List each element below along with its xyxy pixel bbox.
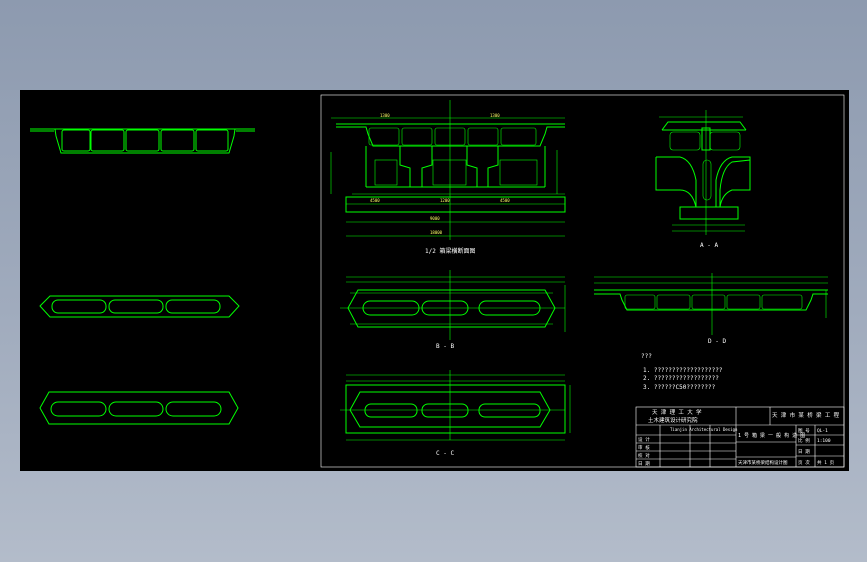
note-line-3: 3. ??????C50???????? [643,384,716,391]
svg-text:9000: 9000 [430,216,440,221]
sheet-border [320,94,845,468]
value-scale: 1:100 [817,438,831,444]
project-name: 天 津 市 某 桥 梁 工 程 [772,411,840,419]
notes-heading: ??? [641,353,652,360]
svg-text:1300: 1300 [490,113,500,118]
preview-box-girder-section [30,128,255,154]
section-d-label: D - D [708,338,726,345]
cad-drawing-canvas[interactable]: 1300 1300 4500 1200 4500 9000 18000 1/2 … [20,90,849,471]
role-check: 校 对 [638,452,650,459]
title-block: 天 津 理 工 大 学 土木建筑设计研究院 Tianjin Architectu… [635,406,845,468]
field-page: 页 次 [798,459,810,466]
value-page: 共 1 页 [817,459,835,466]
school-name-line1: 天 津 理 工 大 学 [652,408,702,416]
note-line-1: 1. ??????????????????? [643,367,723,374]
plan-title-label: 1/2 箱梁横断面图 [425,247,475,255]
role-design: 设 计 [638,436,650,443]
svg-text:1300: 1300 [380,113,390,118]
field-drawing-no: 图 号 [798,428,810,434]
plan-view-c [340,370,571,441]
svg-text:4500: 4500 [500,198,510,203]
plan-view-b [340,270,566,340]
note-line-2: 2. ?????????????????? [643,375,719,382]
role-date: 日 期 [638,461,650,467]
title-block-footer: 天津市某桥梁结构设计图 [738,459,788,466]
drawing-name: 1 号 箱 梁 一 般 构 造 图 [738,432,805,439]
value-drawing-no: QL-1 [817,428,828,434]
school-name-line2: 土木建筑设计研究院 [648,416,698,424]
role-review: 审 核 [638,444,650,451]
elevation-view: 1300 1300 4500 1200 4500 9000 18000 [330,100,566,240]
section-a-view [655,110,751,235]
school-subtitle: Tianjin Architectural Design [670,427,738,432]
cad-drawing: 1300 1300 4500 1200 4500 9000 18000 1/2 … [30,94,845,468]
section-a-label: A - A [700,242,718,249]
svg-text:4500: 4500 [370,198,380,203]
svg-text:18000: 18000 [430,230,443,235]
preview-plan-outline-1 [39,295,240,318]
section-d-view [594,273,828,335]
svg-text:1200: 1200 [440,198,450,203]
section-b-label: B - B [436,343,454,350]
preview-plan-outline-2 [39,391,239,425]
field-scale: 比 例 [798,437,810,444]
notes-block: ??? 1. ??????????????????? 2. ??????????… [641,353,723,391]
section-c-label: C - C [436,450,454,457]
field-date: 日 期 [798,449,810,455]
